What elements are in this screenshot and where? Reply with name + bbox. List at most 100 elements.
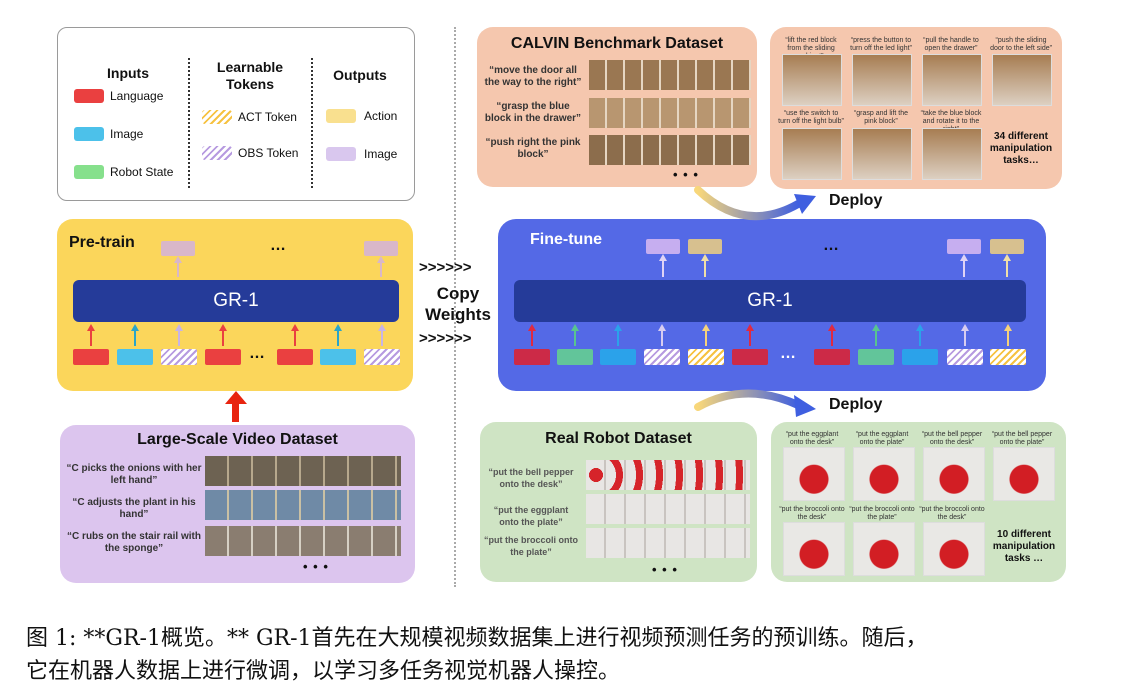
real-scene-image bbox=[853, 447, 915, 501]
calvin-quote: “grasp the blue block in the drawer” bbox=[484, 101, 582, 124]
legend-out-image: Image bbox=[364, 147, 398, 161]
video-dataset-panel: Large-Scale Video Dataset “C picks the o… bbox=[60, 425, 415, 583]
calvin-ellipsis: • • • bbox=[673, 167, 699, 182]
video-quote: “C adjusts the plant in his hand” bbox=[72, 497, 196, 520]
input-ellipsis: … bbox=[780, 345, 797, 362]
finetune-panel: Fine-tune … GR-1 … bbox=[498, 219, 1046, 391]
legend-inputs-title: Inputs bbox=[107, 65, 149, 81]
language-token bbox=[514, 349, 550, 365]
language-token bbox=[277, 349, 313, 365]
calvin-dataset-title: CALVIN Benchmark Dataset bbox=[510, 35, 724, 52]
gr1-model-block: GR-1 bbox=[73, 280, 399, 322]
act-token bbox=[688, 349, 724, 365]
video-ellipsis: • • • bbox=[303, 559, 329, 574]
real-task-label: “put the broccoli onto the plate” bbox=[849, 506, 915, 521]
calvin-dataset-panel: CALVIN Benchmark Dataset “move the door … bbox=[477, 27, 757, 187]
obs-token bbox=[161, 349, 197, 365]
output-image-token bbox=[646, 239, 680, 254]
action-swatch bbox=[326, 109, 356, 123]
copy-weights-label: Copy Weights bbox=[425, 284, 491, 324]
caption-line-2: 它在机器人数据上进行微调，以学习多任务视觉机器人操控。 bbox=[26, 659, 621, 684]
output-image-token bbox=[947, 239, 981, 254]
calvin-task-label: “use the switch to turn off the light bu… bbox=[778, 110, 844, 125]
real-task-label: “put the broccoli onto the desk” bbox=[779, 506, 845, 521]
finetune-arrows bbox=[528, 254, 1012, 346]
real-task-label: “put the eggplant onto the desk” bbox=[785, 431, 839, 446]
real-scene-image bbox=[993, 447, 1055, 501]
output-action-token bbox=[990, 239, 1024, 254]
output-action-token bbox=[688, 239, 722, 254]
real-robot-quote: “put the eggplant onto the plate” bbox=[493, 505, 569, 527]
finetune-title: Fine-tune bbox=[530, 231, 602, 248]
legend-obs-token: OBS Token bbox=[238, 146, 299, 160]
output-ellipsis: … bbox=[823, 237, 840, 254]
calvin-scene-image bbox=[782, 128, 842, 180]
legend-divider bbox=[311, 58, 313, 188]
real-scene-image bbox=[783, 447, 845, 501]
robot-state-token bbox=[858, 349, 894, 365]
pretrain-data-arrow bbox=[225, 391, 247, 422]
output-token bbox=[161, 241, 195, 256]
pretrain-panel: Pre-train … GR-1 … bbox=[57, 219, 413, 391]
calvin-task-summary: 34 different manipulation tasks… bbox=[989, 131, 1053, 166]
caption-line-1: 图 1: **GR-1概览。** GR-1首先在大规模视频数据集上进行视频预测任… bbox=[26, 626, 928, 651]
language-swatch bbox=[74, 89, 104, 103]
real-task-label: “put the bell pepper onto the desk” bbox=[921, 431, 983, 446]
output-ellipsis: … bbox=[270, 237, 287, 254]
video-frames-strip bbox=[205, 526, 401, 556]
calvin-scene-image bbox=[922, 54, 982, 106]
robot-state-token bbox=[557, 349, 593, 365]
real-frames-strip bbox=[586, 460, 750, 490]
input-ellipsis: … bbox=[249, 345, 266, 362]
copy-arrows-bottom: >>>>>> bbox=[419, 330, 472, 347]
legend-action: Action bbox=[364, 109, 398, 123]
video-frames-strip bbox=[205, 456, 401, 486]
out-image-swatch bbox=[326, 147, 356, 161]
real-scene-image bbox=[923, 447, 985, 501]
language-token bbox=[732, 349, 768, 365]
real-robot-ellipsis: • • • bbox=[652, 562, 678, 577]
real-scene-image bbox=[853, 522, 915, 576]
calvin-frames-strip bbox=[589, 60, 751, 90]
calvin-scene-image bbox=[782, 54, 842, 106]
deploy-arrow-top bbox=[694, 186, 816, 221]
calvin-frames-strip bbox=[589, 135, 751, 165]
calvin-tasks-panel: “lift the red block from the sliding cab… bbox=[770, 27, 1062, 189]
real-frames-strip bbox=[586, 528, 750, 558]
obs-token bbox=[644, 349, 680, 365]
gr1-model-block: GR-1 bbox=[514, 280, 1026, 322]
deploy-label-bottom: Deploy bbox=[829, 396, 883, 413]
act-token bbox=[990, 349, 1026, 365]
calvin-scene-image bbox=[852, 54, 912, 106]
obs-token bbox=[947, 349, 983, 365]
legend-box: Inputs Learnable Tokens Outputs Language… bbox=[57, 27, 415, 201]
legend-learnable-title: Learnable Tokens bbox=[216, 59, 284, 92]
video-dataset-title: Large-Scale Video Dataset bbox=[137, 431, 338, 448]
real-task-label: “put the eggplant onto the plate” bbox=[855, 431, 909, 446]
robot-state-swatch bbox=[74, 165, 104, 179]
image-swatch bbox=[74, 127, 104, 141]
legend-outputs-title: Outputs bbox=[333, 67, 387, 83]
calvin-task-label: “pull the handle to open the drawer” bbox=[923, 37, 979, 52]
language-token bbox=[814, 349, 850, 365]
calvin-scene-image bbox=[852, 128, 912, 180]
real-robot-dataset-title: Real Robot Dataset bbox=[545, 430, 692, 447]
calvin-frames-strip bbox=[589, 98, 751, 128]
pretrain-arrows bbox=[87, 256, 386, 346]
calvin-quote: “push right the pink block” bbox=[485, 137, 581, 160]
calvin-task-label: “grasp and lift the pink block” bbox=[853, 110, 909, 125]
calvin-task-label: “push the sliding door to the left side” bbox=[990, 37, 1052, 52]
copy-arrows-top: >>>>>> bbox=[419, 259, 472, 276]
obs-token bbox=[364, 349, 400, 365]
real-robot-dataset-panel: Real Robot Dataset “put the bell pepper … bbox=[480, 422, 757, 582]
output-token bbox=[364, 241, 398, 256]
image-token bbox=[600, 349, 636, 365]
video-quote: “C rubs on the stair rail with the spong… bbox=[67, 531, 201, 554]
language-token bbox=[205, 349, 241, 365]
legend-robot-state: Robot State bbox=[110, 165, 174, 179]
image-token bbox=[902, 349, 938, 365]
image-token bbox=[117, 349, 153, 365]
legend-image: Image bbox=[110, 127, 144, 141]
video-frames-strip bbox=[205, 490, 401, 520]
section-divider bbox=[454, 27, 456, 587]
